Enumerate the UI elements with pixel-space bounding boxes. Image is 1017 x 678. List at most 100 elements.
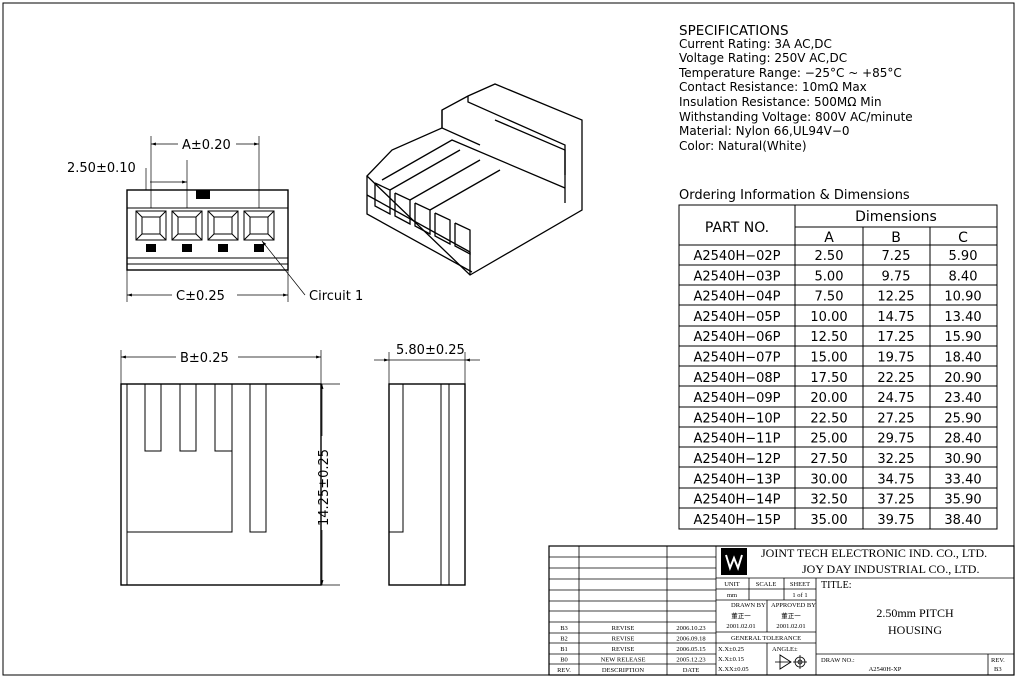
dim-b-cell: 39.75 (877, 513, 914, 528)
rev-label: REV. (991, 657, 1005, 664)
draw-no-value: A2540H-XP (869, 666, 902, 673)
tolerance-2: X.X±0.15 (718, 656, 744, 663)
rev-description-cell: NEW RELEASE (601, 657, 646, 664)
dim-c-cell: 18.40 (944, 351, 981, 366)
rev-date-cell: 2006.05.15 (676, 646, 705, 653)
side-view (120, 350, 340, 586)
dim-height-label: 14.25±0.25 (317, 449, 332, 526)
spec-line: Color: Natural(White) (679, 139, 807, 153)
latch-mark (196, 190, 210, 199)
drawn-by-label: DRAWN BY (731, 602, 766, 609)
dim-a-cell: 2.50 (815, 249, 844, 264)
col-c-header: C (958, 230, 968, 246)
dim-c-cell: 25.90 (944, 411, 981, 426)
rev-description-cell: REVISE (612, 636, 635, 643)
part-number-cell: A2540H−08P (693, 371, 780, 386)
company-logo (721, 548, 747, 575)
dim-a-cell: 17.50 (810, 371, 847, 386)
dim-c-cell: 15.90 (944, 330, 981, 345)
dim-c-cell: 20.90 (944, 371, 981, 386)
pin-cavity (135, 210, 167, 252)
rev-cell: B3 (560, 625, 568, 632)
part-number-cell: A2540H−10P (693, 411, 780, 426)
dim-a-cell: 22.50 (810, 411, 847, 426)
dim-b-cell: 12.25 (877, 290, 914, 305)
spec-line: Insulation Resistance: 500MΩ Min (679, 95, 882, 109)
dim-b-cell: 24.75 (877, 391, 914, 406)
approved-by-label: APPROVED BY (771, 602, 816, 609)
dim-b-cell: 14.75 (877, 310, 914, 325)
dim-pitch-label: 2.50±0.10 (67, 161, 136, 176)
dim-c-cell: 33.40 (944, 472, 981, 487)
drawn-date: 2001.02.01 (726, 623, 755, 630)
scale-label: SCALE (756, 581, 777, 588)
approved-date: 2001.02.01 (776, 623, 805, 630)
dim-a-cell: 20.00 (810, 391, 847, 406)
rev-date-cell: 2005.12.23 (676, 657, 705, 664)
drawn-by-name: 董正一 (731, 611, 751, 620)
part-number-cell: A2540H−03P (693, 269, 780, 284)
dim-a-cell: 32.50 (810, 493, 847, 508)
pin-cavity (243, 210, 275, 252)
title-label: TITLE: (821, 580, 852, 591)
front-view (126, 136, 306, 302)
rev-cell: B0 (560, 657, 568, 664)
sheet-value: 1 of 1 (792, 592, 807, 599)
rev-col-header: REV. (557, 667, 571, 674)
part-number-cell: A2540H−15P (693, 513, 780, 528)
dim-c-cell: 28.40 (944, 432, 981, 447)
spec-line: Withstanding Voltage: 800V AC/minute (679, 110, 913, 124)
dim-b-cell: 37.25 (877, 493, 914, 508)
dim-c-cell: 5.90 (949, 249, 978, 264)
part-no-header: PART NO. (705, 220, 769, 236)
part-number-cell: A2540H−09P (693, 391, 780, 406)
dim-b-cell: 17.25 (877, 330, 914, 345)
dim-c-cell: 13.40 (944, 310, 981, 325)
company-name-en: JOINT TECH ELECTRONIC IND. CO., LTD. (761, 546, 987, 560)
part-number-cell: A2540H−11P (693, 432, 780, 447)
dim-a-cell: 35.00 (810, 513, 847, 528)
desc-col-header: DESCRIPTION (602, 667, 645, 674)
dim-a-cell: 25.00 (810, 432, 847, 447)
dim-c-cell: 35.90 (944, 493, 981, 508)
rev-description-cell: REVISE (612, 625, 635, 632)
isometric-view (366, 83, 583, 276)
rev-date-cell: 2006.09.18 (676, 636, 705, 643)
ordering-table-grid (678, 204, 998, 530)
date-col-header: DATE (683, 667, 700, 674)
spec-title: SPECIFICATIONS (679, 23, 789, 39)
unit-value: mm (727, 592, 737, 599)
pin-cavity (171, 210, 203, 252)
company-name-en2: JOY DAY INDUSTRIAL CO., LTD. (802, 562, 979, 576)
part-number-cell: A2540H−07P (693, 351, 780, 366)
spec-line: Contact Resistance: 10mΩ Max (679, 80, 867, 94)
rev-cell: B1 (560, 646, 568, 653)
dim-b-cell: 34.75 (877, 472, 914, 487)
draw-no-label: DRAW NO.: (821, 657, 855, 664)
dim-c-cell: 10.90 (944, 290, 981, 305)
end-view (374, 352, 480, 586)
spec-line: Voltage Rating: 250V AC,DC (679, 51, 847, 65)
title-block-grid (548, 545, 1015, 676)
dim-b-cell: 29.75 (877, 432, 914, 447)
title-line-2: HOUSING (888, 623, 942, 637)
part-number-cell: A2540H−12P (693, 452, 780, 467)
rev-description-cell: REVISE (612, 646, 635, 653)
dim-c-cell: 38.40 (944, 513, 981, 528)
dim-c-label: C±0.25 (176, 289, 225, 304)
approved-by-name: 董正一 (781, 611, 801, 620)
dim-a-cell: 10.00 (810, 310, 847, 325)
title-line-1: 2.50mm PITCH (876, 606, 954, 620)
rev-date-cell: 2006.10.23 (676, 625, 705, 632)
rev-value: B3 (994, 666, 1002, 673)
part-number-cell: A2540H−13P (693, 472, 780, 487)
dim-a-cell: 27.50 (810, 452, 847, 467)
dim-b-label: B±0.25 (180, 351, 229, 366)
dim-c-cell: 30.90 (944, 452, 981, 467)
sheet-label: SHEET (790, 581, 810, 588)
pin-cavity (207, 210, 239, 252)
spec-line: Material: Nylon 66,UL94V−0 (679, 124, 850, 138)
dim-b-cell: 9.75 (882, 269, 911, 284)
dim-b-cell: 27.25 (877, 411, 914, 426)
